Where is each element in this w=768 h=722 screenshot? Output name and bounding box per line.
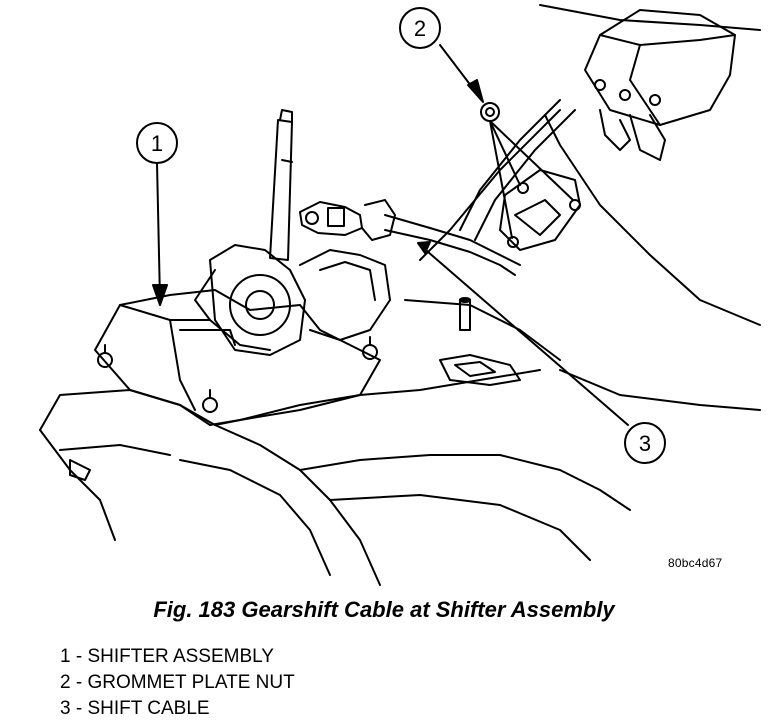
console-bracket [584,9,736,161]
shifter-housing [94,244,471,426]
legend-item: 1 - SHIFTER ASSEMBLY [60,646,274,667]
legend-item: 2 - GROMMET PLATE NUT [60,672,295,693]
figure-code: 80bc4d67 [668,556,723,570]
floor-pan [39,4,761,586]
figure-caption: Fig. 183 Gearshift Cable at Shifter Asse… [153,597,615,622]
callout-2-number: 2 [414,16,426,41]
callout-1 [136,122,178,306]
callout-1-number: 1 [151,131,163,156]
grommet-plate [499,169,581,251]
legend-item: 3 - SHIFT CABLE [60,698,210,719]
technical-illustration: 1 2 3 [39,4,761,586]
shift-cable [299,99,576,276]
callout-2 [399,7,574,239]
legend: 1 - SHIFTER ASSEMBLY 2 - GROMMET PLATE N… [60,644,295,722]
shift-lever [269,109,293,261]
callout-3 [417,241,666,464]
callout-3-number: 3 [639,431,651,456]
